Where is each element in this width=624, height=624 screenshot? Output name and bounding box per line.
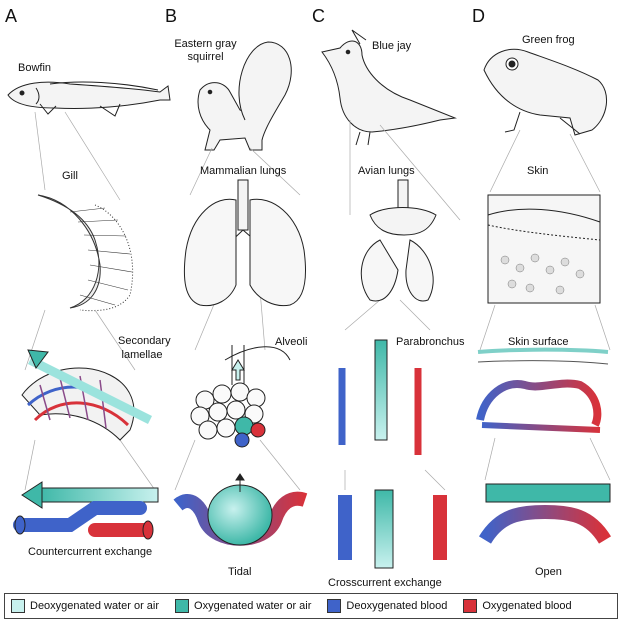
label-avian-lungs: Avian lungs	[358, 165, 415, 177]
blue-jay-drawing	[321, 29, 457, 146]
panel-letter-a: A	[5, 6, 18, 26]
alveoli-drawing	[190, 345, 291, 448]
label-parabronchus: Parabronchus	[396, 336, 465, 348]
legend-label: Oxygenated blood	[482, 600, 572, 612]
legend-swatch	[11, 599, 25, 613]
legend-label: Oxygenated water or air	[194, 600, 312, 612]
open-exchange-drawing	[478, 483, 612, 544]
panel-d-art	[476, 48, 612, 544]
panel-b-art	[173, 41, 308, 546]
legend-item-deoxygenated-blood: Deoxygenated blood	[327, 599, 447, 613]
bowfin-drawing	[7, 81, 171, 117]
legend-swatch	[175, 599, 190, 613]
countercurrent-drawing	[13, 481, 159, 540]
panel-a-art	[7, 81, 171, 540]
secondary-lamellae-drawing	[21, 349, 153, 441]
legend-item-oxygenated-water: Oxygenated water or air	[175, 599, 311, 613]
label-blue-jay: Blue jay	[372, 40, 412, 52]
panel-c-art	[321, 29, 461, 569]
legend-swatch	[327, 599, 342, 613]
label-alveoli: Alveoli	[275, 336, 308, 348]
legend-label: Deoxygenated water or air	[30, 600, 160, 612]
label-open: Open	[535, 566, 562, 578]
legend-item-deoxygenated-water: Deoxygenated water or air	[11, 599, 159, 613]
legend: Deoxygenated water or air Oxygenated wat…	[4, 593, 618, 619]
crosscurrent-drawing	[338, 489, 447, 569]
label-bowfin: Bowfin	[18, 62, 52, 74]
mammalian-lungs-drawing	[183, 179, 306, 307]
label-crosscurrent-exchange: Crosscurrent exchange	[328, 577, 442, 589]
panel-letter-b: B	[165, 6, 178, 26]
label-green-frog: Green frog	[522, 34, 575, 46]
label-skin-surface: Skin surface	[508, 336, 569, 348]
label-mammalian-lungs: Mammalian lungs	[200, 165, 287, 177]
tidal-drawing	[173, 473, 308, 546]
legend-item-oxygenated-blood: Oxygenated blood	[463, 599, 572, 613]
legend-label: Deoxygenated blood	[346, 600, 448, 612]
label-eastern-gray-squirrel: Eastern gray squirrel	[174, 38, 237, 63]
label-countercurrent-exchange: Countercurrent exchange	[28, 546, 153, 558]
avian-lungs-drawing	[360, 179, 437, 302]
squirrel-drawing	[197, 41, 292, 151]
green-frog-drawing	[483, 48, 608, 136]
label-secondary-lamellae: Secondary lamellae	[118, 335, 171, 361]
skin-drawing	[487, 194, 601, 304]
label-gill: Gill	[62, 170, 78, 182]
label-skin: Skin	[527, 165, 549, 177]
skin-surface-drawing	[476, 347, 609, 433]
gill-drawing	[37, 194, 134, 312]
panel-letter-c: C	[312, 6, 325, 26]
label-tidal: Tidal	[228, 566, 252, 578]
parabronchus-drawing	[338, 339, 422, 455]
panel-letter-d: D	[472, 6, 485, 26]
legend-swatch	[463, 599, 478, 613]
